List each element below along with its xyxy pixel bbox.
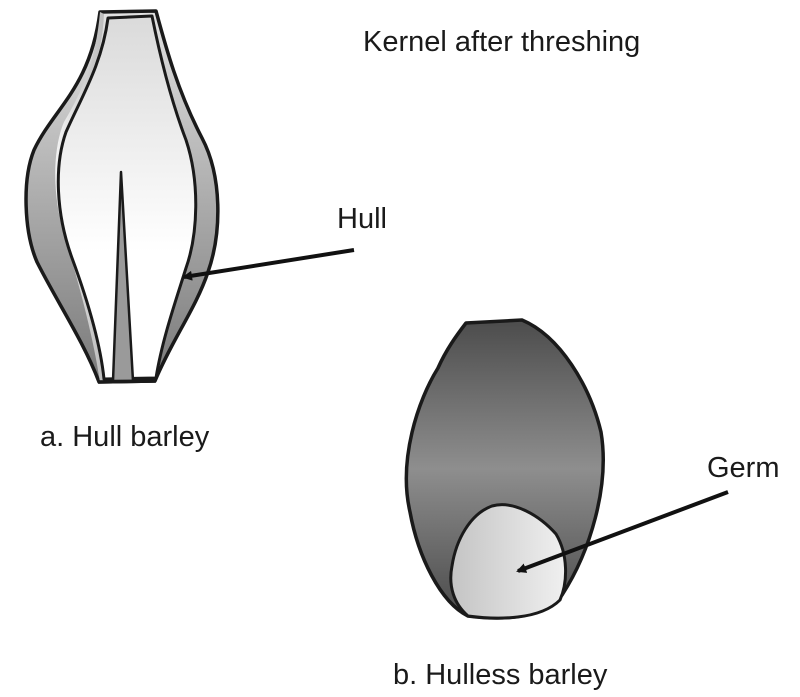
hull-label: Hull — [337, 203, 387, 235]
germ-shape — [449, 503, 568, 620]
germ-pointer-arrow — [516, 490, 729, 573]
hull-barley-kernel — [24, 9, 220, 384]
hull-barley-caption: a. Hull barley — [40, 421, 210, 453]
hull-base-line — [97, 379, 157, 384]
hulless-barley-kernel — [404, 318, 605, 620]
diagram-title: Kernel after threshing — [363, 26, 640, 58]
hulless-barley-caption: b. Hulless barley — [393, 659, 608, 691]
germ-label: Germ — [707, 452, 780, 484]
hull-left-panel — [55, 12, 104, 382]
hull-pointer-arrow — [182, 248, 355, 281]
